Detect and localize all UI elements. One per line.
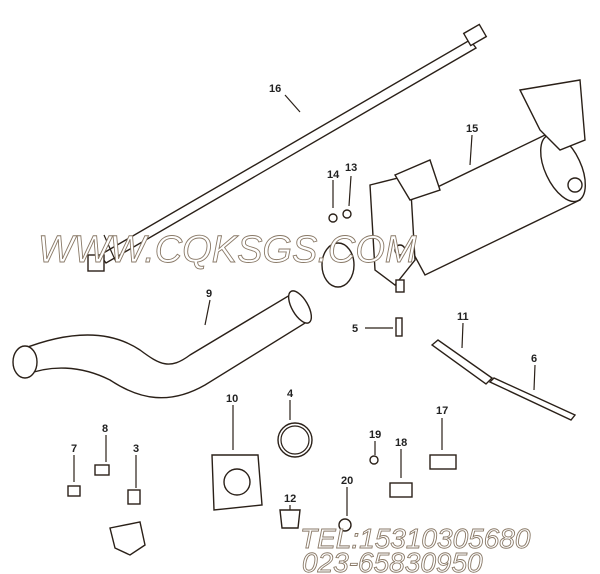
watermark-tel: TEL:15310305680 [300, 523, 531, 554]
part-3-bolt [127, 489, 141, 505]
callout-10: 10 [226, 393, 238, 405]
part-10-flange-gasket [211, 454, 263, 511]
callout-6: 6 [531, 353, 537, 365]
leader-lines [73, 94, 536, 516]
callout-8: 8 [102, 423, 108, 435]
callout-4: 4 [287, 388, 294, 400]
callout-19: 19 [369, 429, 381, 441]
part-8-fitting [94, 464, 110, 476]
part-6-bolt [488, 377, 577, 421]
part-16-tube [87, 23, 488, 272]
part-9-elbow-pipe [12, 290, 313, 399]
part-12-bracket [279, 509, 301, 529]
part-18-fitting [389, 482, 413, 498]
part-19-washer [369, 455, 379, 465]
callout-9: 9 [206, 288, 212, 300]
part-4-o-ring [277, 422, 313, 458]
callout-18: 18 [395, 437, 407, 449]
callout-15: 15 [466, 123, 478, 135]
part-11-sleeve [430, 339, 494, 385]
watermark-site: WWW.CQKSGS.COM [38, 229, 417, 271]
callout-7: 7 [71, 443, 77, 455]
callout-16: 16 [269, 83, 281, 95]
gasket-ring [321, 242, 355, 288]
callout-5: 5 [352, 323, 358, 335]
clip [109, 521, 146, 556]
callout-17: 17 [436, 405, 448, 417]
part-14-nut [328, 213, 338, 223]
callout-20: 20 [341, 475, 353, 487]
callout-3: 3 [133, 443, 139, 455]
part-13-washer [342, 209, 352, 219]
part-7-plug [67, 485, 81, 497]
clamp-bracket [369, 159, 441, 293]
part-5-bolt [395, 317, 403, 337]
part-17-sensor [429, 454, 457, 470]
callout-11: 11 [457, 311, 469, 323]
part-20-washer [338, 518, 352, 532]
callout-14: 14 [327, 169, 340, 181]
callout-13: 13 [345, 162, 357, 174]
callout-12: 12 [284, 493, 296, 505]
watermark-phone: 023-65830950 [302, 547, 483, 574]
